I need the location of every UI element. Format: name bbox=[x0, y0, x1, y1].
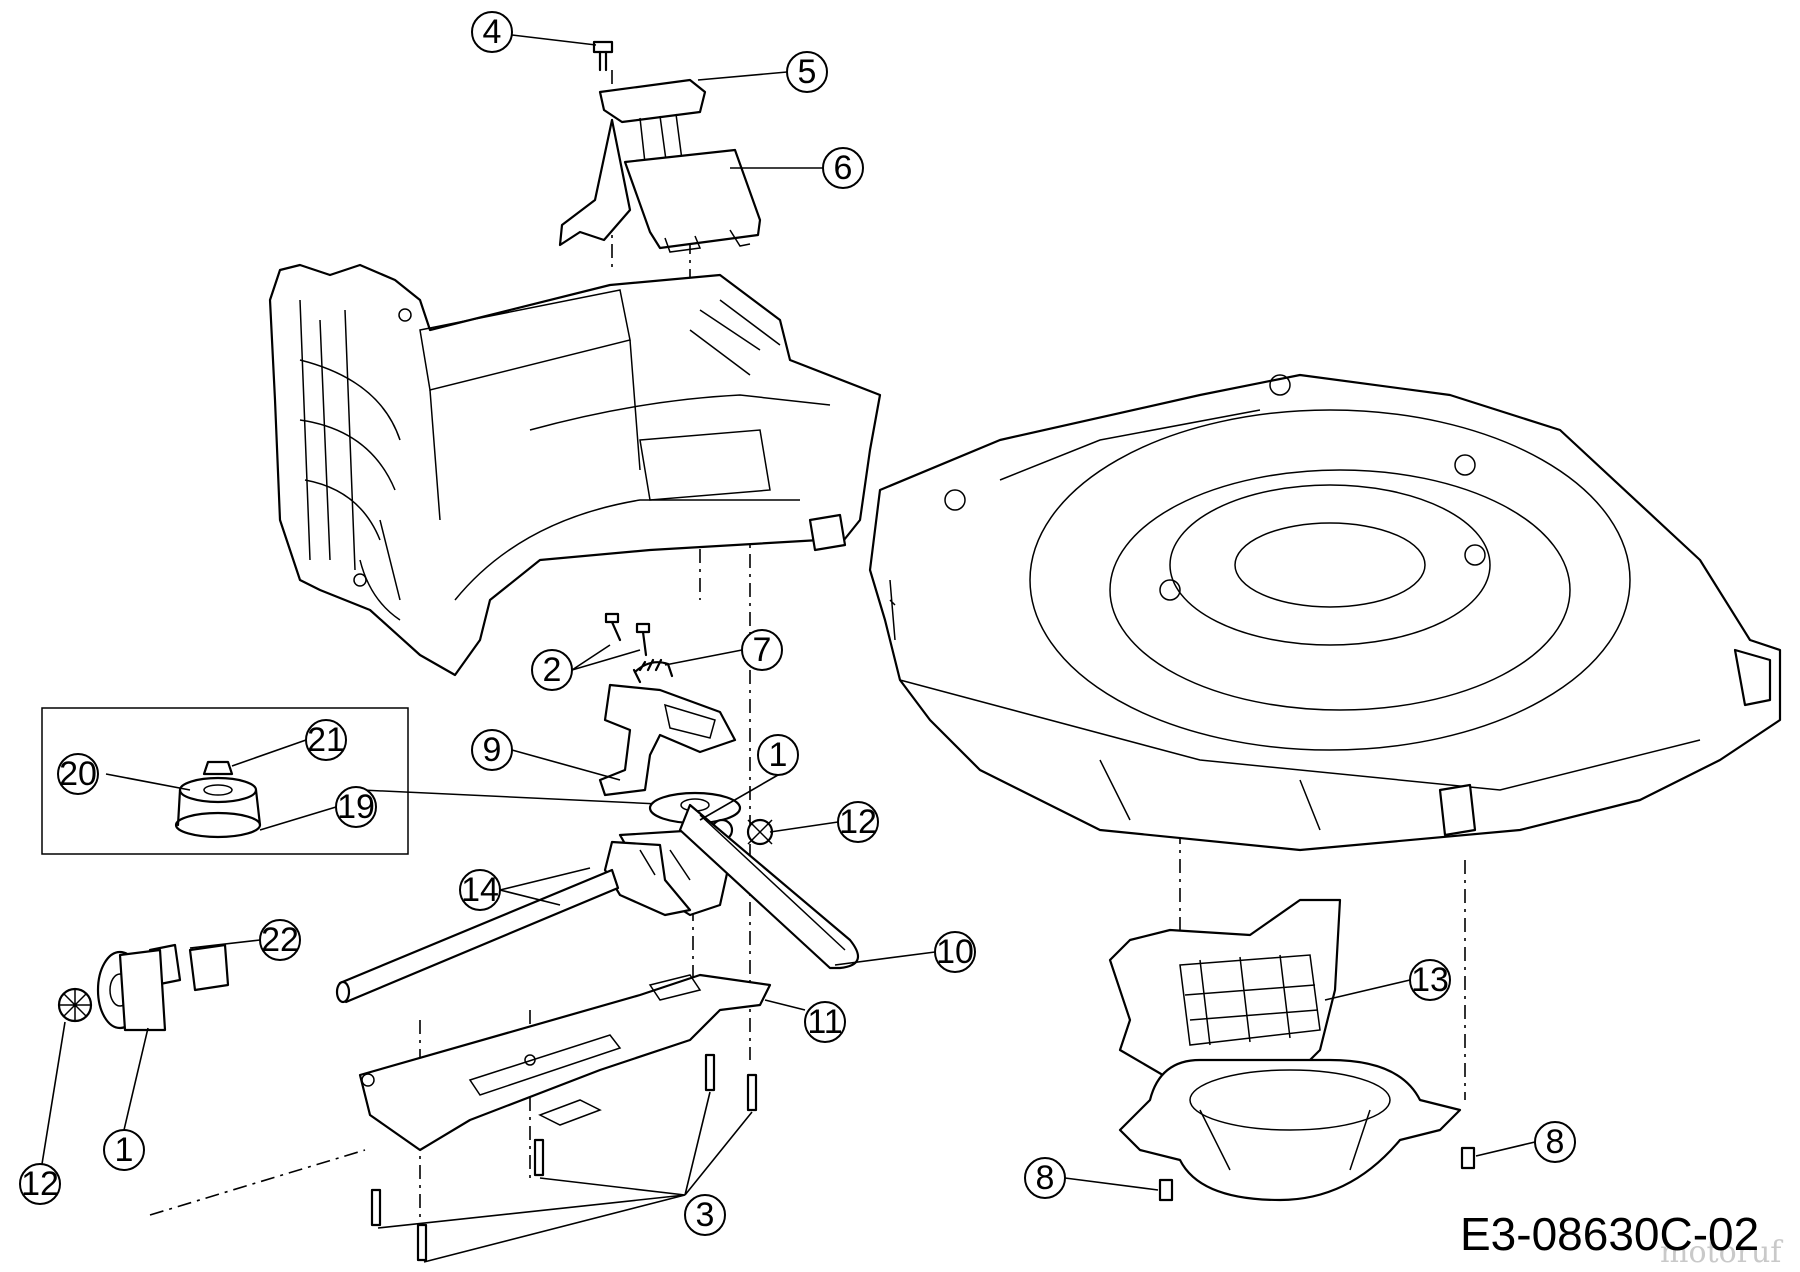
discharge-housing-part-13 bbox=[1108, 898, 1462, 1202]
callout-20: 20 bbox=[57, 753, 99, 795]
callout-5-label: 5 bbox=[798, 53, 817, 91]
handle-bracket-part-5 bbox=[558, 78, 707, 247]
callout-10-label: 10 bbox=[936, 933, 974, 971]
screws-part-2 bbox=[604, 612, 651, 657]
leader-lines bbox=[41, 34, 1536, 1263]
callout-2: 2 bbox=[531, 649, 573, 691]
callout-12-bottom: 12 bbox=[19, 1163, 61, 1205]
callout-2-label: 2 bbox=[543, 651, 562, 689]
cover-plate-part-6 bbox=[623, 148, 762, 253]
callout-8-left-label: 8 bbox=[1036, 1159, 1055, 1197]
callout-6: 6 bbox=[822, 147, 864, 189]
mower-deck bbox=[868, 373, 1782, 852]
pulley-inset-box bbox=[41, 707, 681, 855]
callout-5: 5 bbox=[786, 51, 828, 93]
callout-3-label: 3 bbox=[696, 1196, 715, 1234]
callout-1-top-label: 1 bbox=[769, 736, 788, 774]
callout-3: 3 bbox=[684, 1194, 726, 1236]
callout-21: 21 bbox=[305, 719, 347, 761]
callout-1-bottom: 1 bbox=[103, 1129, 145, 1171]
wheel-drive-assembly bbox=[57, 943, 230, 1032]
callout-19: 19 bbox=[335, 786, 377, 828]
bolt-part-4 bbox=[592, 40, 614, 72]
callout-7-label: 7 bbox=[753, 631, 772, 669]
upper-housing bbox=[268, 263, 882, 677]
callout-14-label: 14 bbox=[461, 871, 499, 909]
callout-9: 9 bbox=[471, 729, 513, 771]
callout-11: 11 bbox=[804, 1001, 846, 1043]
callout-9-label: 9 bbox=[483, 731, 502, 769]
callout-20-label: 20 bbox=[59, 755, 97, 793]
callout-12-top: 12 bbox=[837, 801, 879, 843]
callout-21-label: 21 bbox=[307, 721, 345, 759]
axle-shaft bbox=[335, 868, 620, 1004]
callout-11-label: 11 bbox=[807, 1003, 842, 1041]
callout-6-label: 6 bbox=[834, 149, 853, 187]
callout-22: 22 bbox=[259, 919, 301, 961]
callout-8-right-label: 8 bbox=[1546, 1123, 1565, 1161]
callout-8-right: 8 bbox=[1534, 1121, 1576, 1163]
spring-part-7 bbox=[632, 658, 674, 684]
watermark-text: motoruf bbox=[1660, 1235, 1783, 1270]
callout-19-label: 19 bbox=[337, 788, 375, 826]
callout-13-label: 13 bbox=[1411, 961, 1449, 999]
callout-12-top-label: 12 bbox=[839, 803, 877, 841]
actuator-bracket-part-9 bbox=[598, 683, 737, 797]
callout-22-label: 22 bbox=[261, 921, 299, 959]
callout-1-bottom-label: 1 bbox=[115, 1131, 134, 1169]
lower-plate-part-11 bbox=[358, 973, 772, 1152]
callout-4-label: 4 bbox=[483, 13, 502, 51]
screws-part-8 bbox=[1158, 1146, 1476, 1202]
callout-1-top: 1 bbox=[757, 734, 799, 776]
callout-14: 14 bbox=[459, 869, 501, 911]
callout-13: 13 bbox=[1409, 959, 1451, 1001]
callout-4: 4 bbox=[471, 11, 513, 53]
bolts-part-3 bbox=[370, 1053, 758, 1262]
callout-10: 10 bbox=[934, 931, 976, 973]
callout-8-left: 8 bbox=[1024, 1157, 1066, 1199]
callout-12-bottom-label: 12 bbox=[21, 1165, 59, 1203]
diagram-code: E3-08630C-02 bbox=[1460, 1208, 1759, 1260]
callout-7: 7 bbox=[741, 629, 783, 671]
